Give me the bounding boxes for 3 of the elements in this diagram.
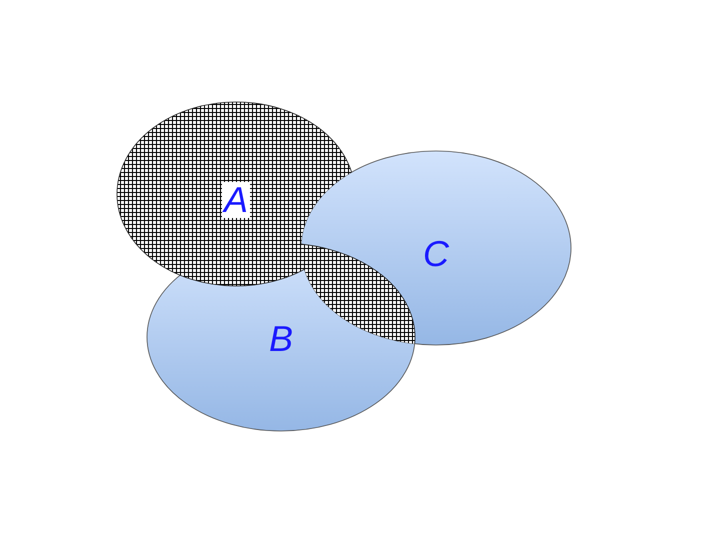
set-label: C: [422, 236, 450, 272]
set-label: B: [268, 321, 294, 357]
set-label: A: [222, 182, 250, 218]
